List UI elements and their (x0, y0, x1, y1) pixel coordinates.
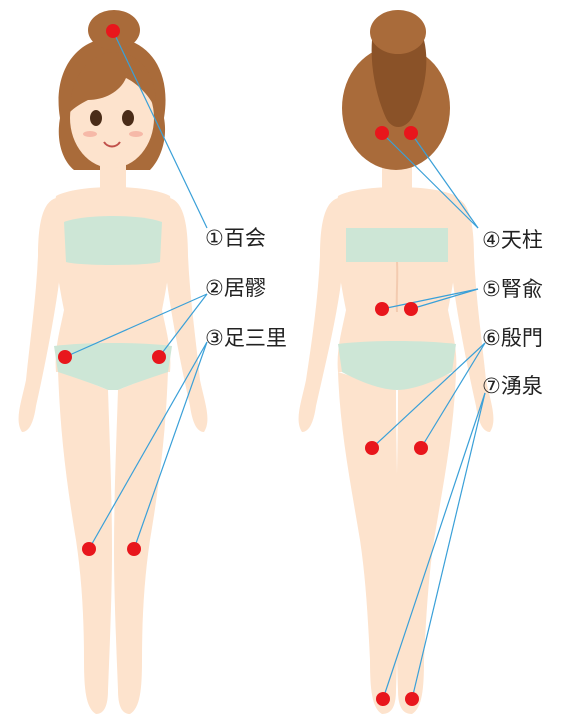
point-hyakue (106, 24, 120, 38)
back-bra (346, 228, 448, 262)
point-kyoryo-left (58, 350, 72, 364)
point-tenchu-left (375, 126, 389, 140)
point-yusen-right (405, 692, 419, 706)
front-left-eye (90, 110, 102, 126)
back-left-arm (299, 198, 345, 432)
back-right-leg (396, 372, 456, 714)
label-hyakue: ①百会 (205, 228, 266, 249)
front-figure (19, 10, 208, 714)
front-left-arm (19, 198, 63, 432)
point-yusen-left (376, 692, 390, 706)
label-jinyu: ⑤腎兪 (482, 279, 543, 300)
label-yusen: ⑦湧泉 (482, 376, 543, 397)
point-tenchu-right (404, 126, 418, 140)
front-left-cheek (83, 131, 97, 137)
back-left-leg (338, 372, 398, 714)
point-kyoryo-right (152, 350, 166, 364)
label-inmon: ⑥殷門 (482, 328, 543, 349)
label-ashisanri: ③足三里 (205, 328, 287, 349)
point-ashisanri-left (82, 542, 96, 556)
point-jinyu-left (375, 302, 389, 316)
front-left-leg (58, 370, 112, 714)
point-ashisanri-right (127, 542, 141, 556)
front-right-leg (114, 370, 168, 714)
label-kyoryo: ②居髎 (205, 278, 266, 299)
point-inmon-left (365, 441, 379, 455)
back-hair-bun (370, 10, 426, 54)
point-inmon-right (414, 441, 428, 455)
label-tenchu: ④天柱 (482, 230, 543, 251)
point-jinyu-right (404, 302, 418, 316)
back-spine-line (397, 262, 398, 312)
front-bra (64, 216, 162, 265)
front-right-cheek (129, 131, 143, 137)
front-right-eye (122, 110, 134, 126)
front-right-arm (163, 198, 207, 432)
